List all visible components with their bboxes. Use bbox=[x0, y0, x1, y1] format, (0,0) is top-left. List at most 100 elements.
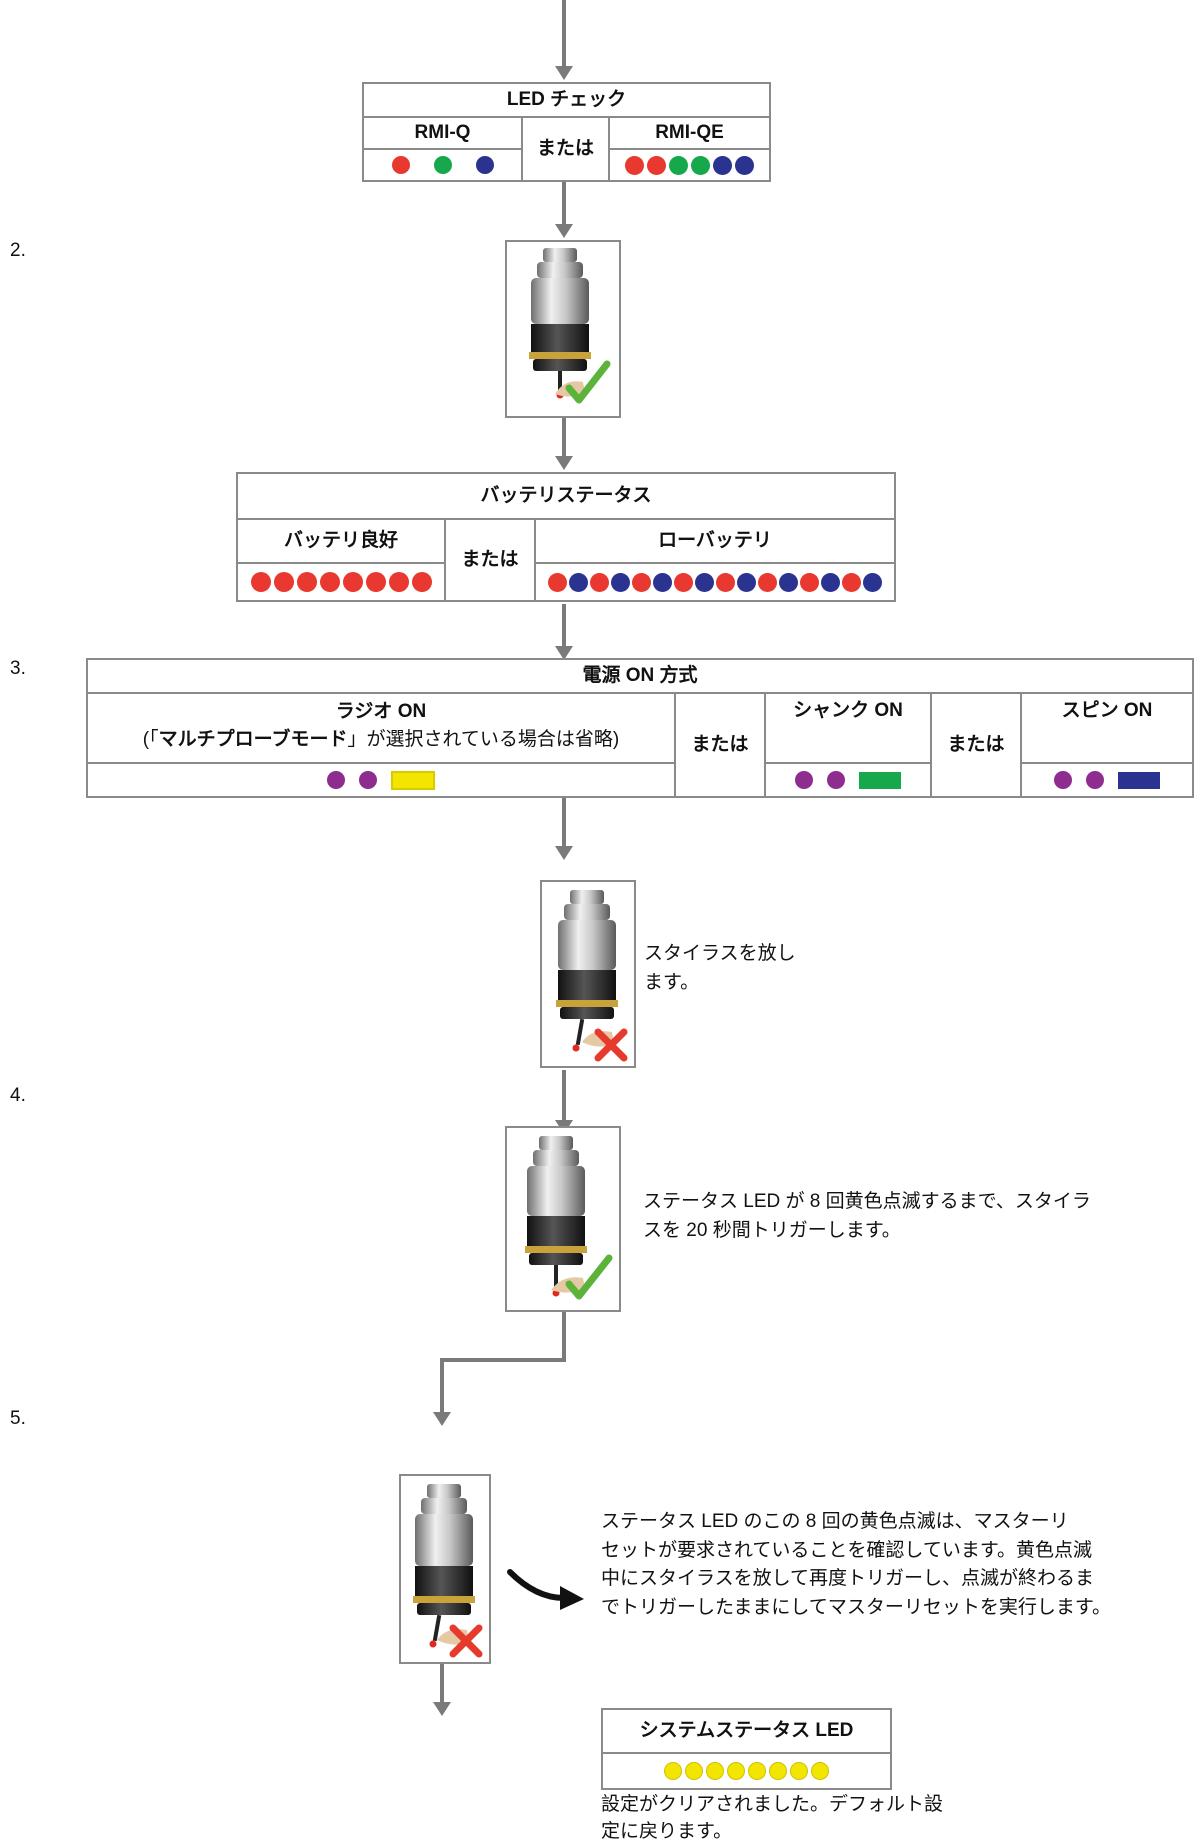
battery-status-table: バッテリステータス バッテリ良好 または ローバッテリ bbox=[236, 472, 896, 602]
multi-probe-mode-term: マルチプローブモード bbox=[158, 728, 348, 750]
led-dot bbox=[548, 572, 567, 592]
led-dot bbox=[388, 572, 409, 592]
shank-on-label: シャンク ON bbox=[793, 700, 903, 722]
radio-on-cell: ラジオ ON (「マルチプローブモード」が選択されている場合は省略) bbox=[88, 694, 674, 762]
flow-line bbox=[562, 1312, 566, 1360]
led-dot bbox=[795, 771, 813, 789]
led-check-title: LED チェック bbox=[506, 89, 627, 111]
led-dot bbox=[250, 572, 271, 592]
led-dot bbox=[611, 572, 630, 592]
led-dot bbox=[391, 156, 410, 174]
radio-on-label: ラジオ ON bbox=[335, 701, 427, 722]
led-bar bbox=[391, 770, 435, 790]
led-bar bbox=[859, 771, 901, 789]
led-dot bbox=[691, 155, 710, 175]
flow-arrowhead bbox=[433, 1702, 451, 1716]
led-dot bbox=[748, 1762, 766, 1780]
led-dot bbox=[365, 572, 386, 592]
radio-on-led-sequence bbox=[88, 764, 674, 796]
led-dot bbox=[827, 771, 845, 789]
or-label: または bbox=[947, 734, 1005, 756]
led-dot bbox=[664, 1762, 682, 1780]
rmi-q-led-sequence bbox=[364, 150, 521, 180]
probe-image-triggered bbox=[505, 240, 621, 418]
led-dot bbox=[475, 156, 494, 174]
led-dot bbox=[863, 572, 882, 592]
spin-on-led-sequence bbox=[1022, 764, 1192, 796]
battery-good-led-sequence bbox=[238, 564, 444, 600]
led-dot bbox=[653, 572, 672, 592]
trigger-20s-text: ステータス LED が 8 回黄色点滅するまで、スタイラ スを 20 秒間トリガ… bbox=[643, 1191, 1091, 1241]
probe-image-triggered-20s bbox=[505, 1126, 621, 1312]
probe-triggered-check-icon bbox=[529, 248, 611, 404]
led-dot bbox=[695, 572, 714, 592]
led-dot bbox=[674, 572, 693, 592]
led-dot bbox=[296, 572, 317, 592]
flow-arrowhead bbox=[555, 66, 573, 80]
led-bar bbox=[1118, 771, 1160, 789]
or-label: または bbox=[691, 734, 749, 756]
spin-on-label: スピン ON bbox=[1061, 700, 1153, 722]
flow-line bbox=[440, 1358, 566, 1362]
master-reset-text: ステータス LED のこの 8 回の黄色点滅は、マスターリ セットが要求されてい… bbox=[601, 1511, 1111, 1618]
led-dot bbox=[713, 155, 732, 175]
or-label: または bbox=[461, 549, 519, 571]
led-dot bbox=[625, 155, 644, 175]
led-dot bbox=[590, 572, 609, 592]
led-dot bbox=[779, 572, 798, 592]
led-dot bbox=[821, 572, 840, 592]
flow-line bbox=[562, 604, 566, 648]
step-number-5: 5. bbox=[10, 1408, 26, 1429]
flow-arrowhead bbox=[555, 456, 573, 470]
probe-released-cross-icon bbox=[413, 1484, 483, 1658]
or-label: または bbox=[536, 138, 594, 160]
probe-image-released bbox=[540, 880, 636, 1068]
rmi-q-label: RMI-Q bbox=[414, 122, 471, 144]
system-status-led-box: システムステータス LED bbox=[601, 1708, 892, 1790]
led-dot bbox=[737, 572, 756, 592]
led-dot bbox=[842, 572, 861, 592]
flow-arrowhead bbox=[555, 224, 573, 238]
flow-line bbox=[440, 1664, 444, 1704]
system-status-led-title: システムステータス LED bbox=[639, 1720, 854, 1742]
radio-note-close: 」が選択されている場合は省略) bbox=[347, 728, 620, 750]
battery-status-title: バッテリステータス bbox=[480, 485, 652, 507]
battery-good-label: バッテリ良好 bbox=[283, 530, 398, 552]
led-dot bbox=[716, 572, 735, 592]
led-dot bbox=[685, 1762, 703, 1780]
led-dot bbox=[319, 572, 340, 592]
led-check-table: LED チェック RMI-Q または RMI-QE bbox=[362, 82, 771, 182]
led-dot bbox=[632, 572, 651, 592]
led-dot bbox=[811, 1762, 829, 1780]
led-dot bbox=[735, 155, 754, 175]
radio-on-note: (「マルチプローブモード」が選択されている場合は省略) bbox=[88, 726, 674, 754]
radio-note-open: (「 bbox=[142, 728, 159, 750]
flow-line bbox=[562, 1070, 566, 1120]
system-status-led-sequence bbox=[603, 1754, 890, 1788]
release-stylus-text: スタイラスを放し ます。 bbox=[644, 943, 796, 993]
led-dot bbox=[790, 1762, 808, 1780]
flow-arrowhead bbox=[433, 1412, 451, 1426]
led-dot bbox=[669, 155, 688, 175]
led-dot bbox=[647, 155, 666, 175]
led-dot bbox=[800, 572, 819, 592]
led-dot bbox=[1054, 771, 1072, 789]
flow-arrowhead bbox=[555, 646, 573, 660]
led-dot bbox=[769, 1762, 787, 1780]
flow-arrowhead bbox=[555, 846, 573, 860]
led-dot bbox=[411, 572, 432, 592]
step-number-3: 3. bbox=[10, 658, 26, 679]
battery-low-led-sequence bbox=[536, 564, 894, 600]
flow-line bbox=[562, 0, 566, 68]
led-dot bbox=[758, 572, 777, 592]
power-on-method-table: 電源 ON 方式 ラジオ ON (「マルチプローブモード」が選択されている場合は… bbox=[86, 658, 1194, 798]
probe-triggered-check-icon bbox=[525, 1136, 613, 1300]
power-on-title: 電源 ON 方式 bbox=[582, 665, 698, 687]
settings-cleared-text: 設定がクリアされました。デフォルト設 定に戻ります。 bbox=[601, 1794, 944, 1842]
probe-image-released-final bbox=[399, 1474, 491, 1664]
led-dot bbox=[359, 771, 377, 789]
probe-released-cross-icon bbox=[556, 890, 628, 1062]
shank-on-led-sequence bbox=[766, 764, 930, 796]
flow-line bbox=[562, 418, 566, 456]
led-dot bbox=[342, 572, 363, 592]
